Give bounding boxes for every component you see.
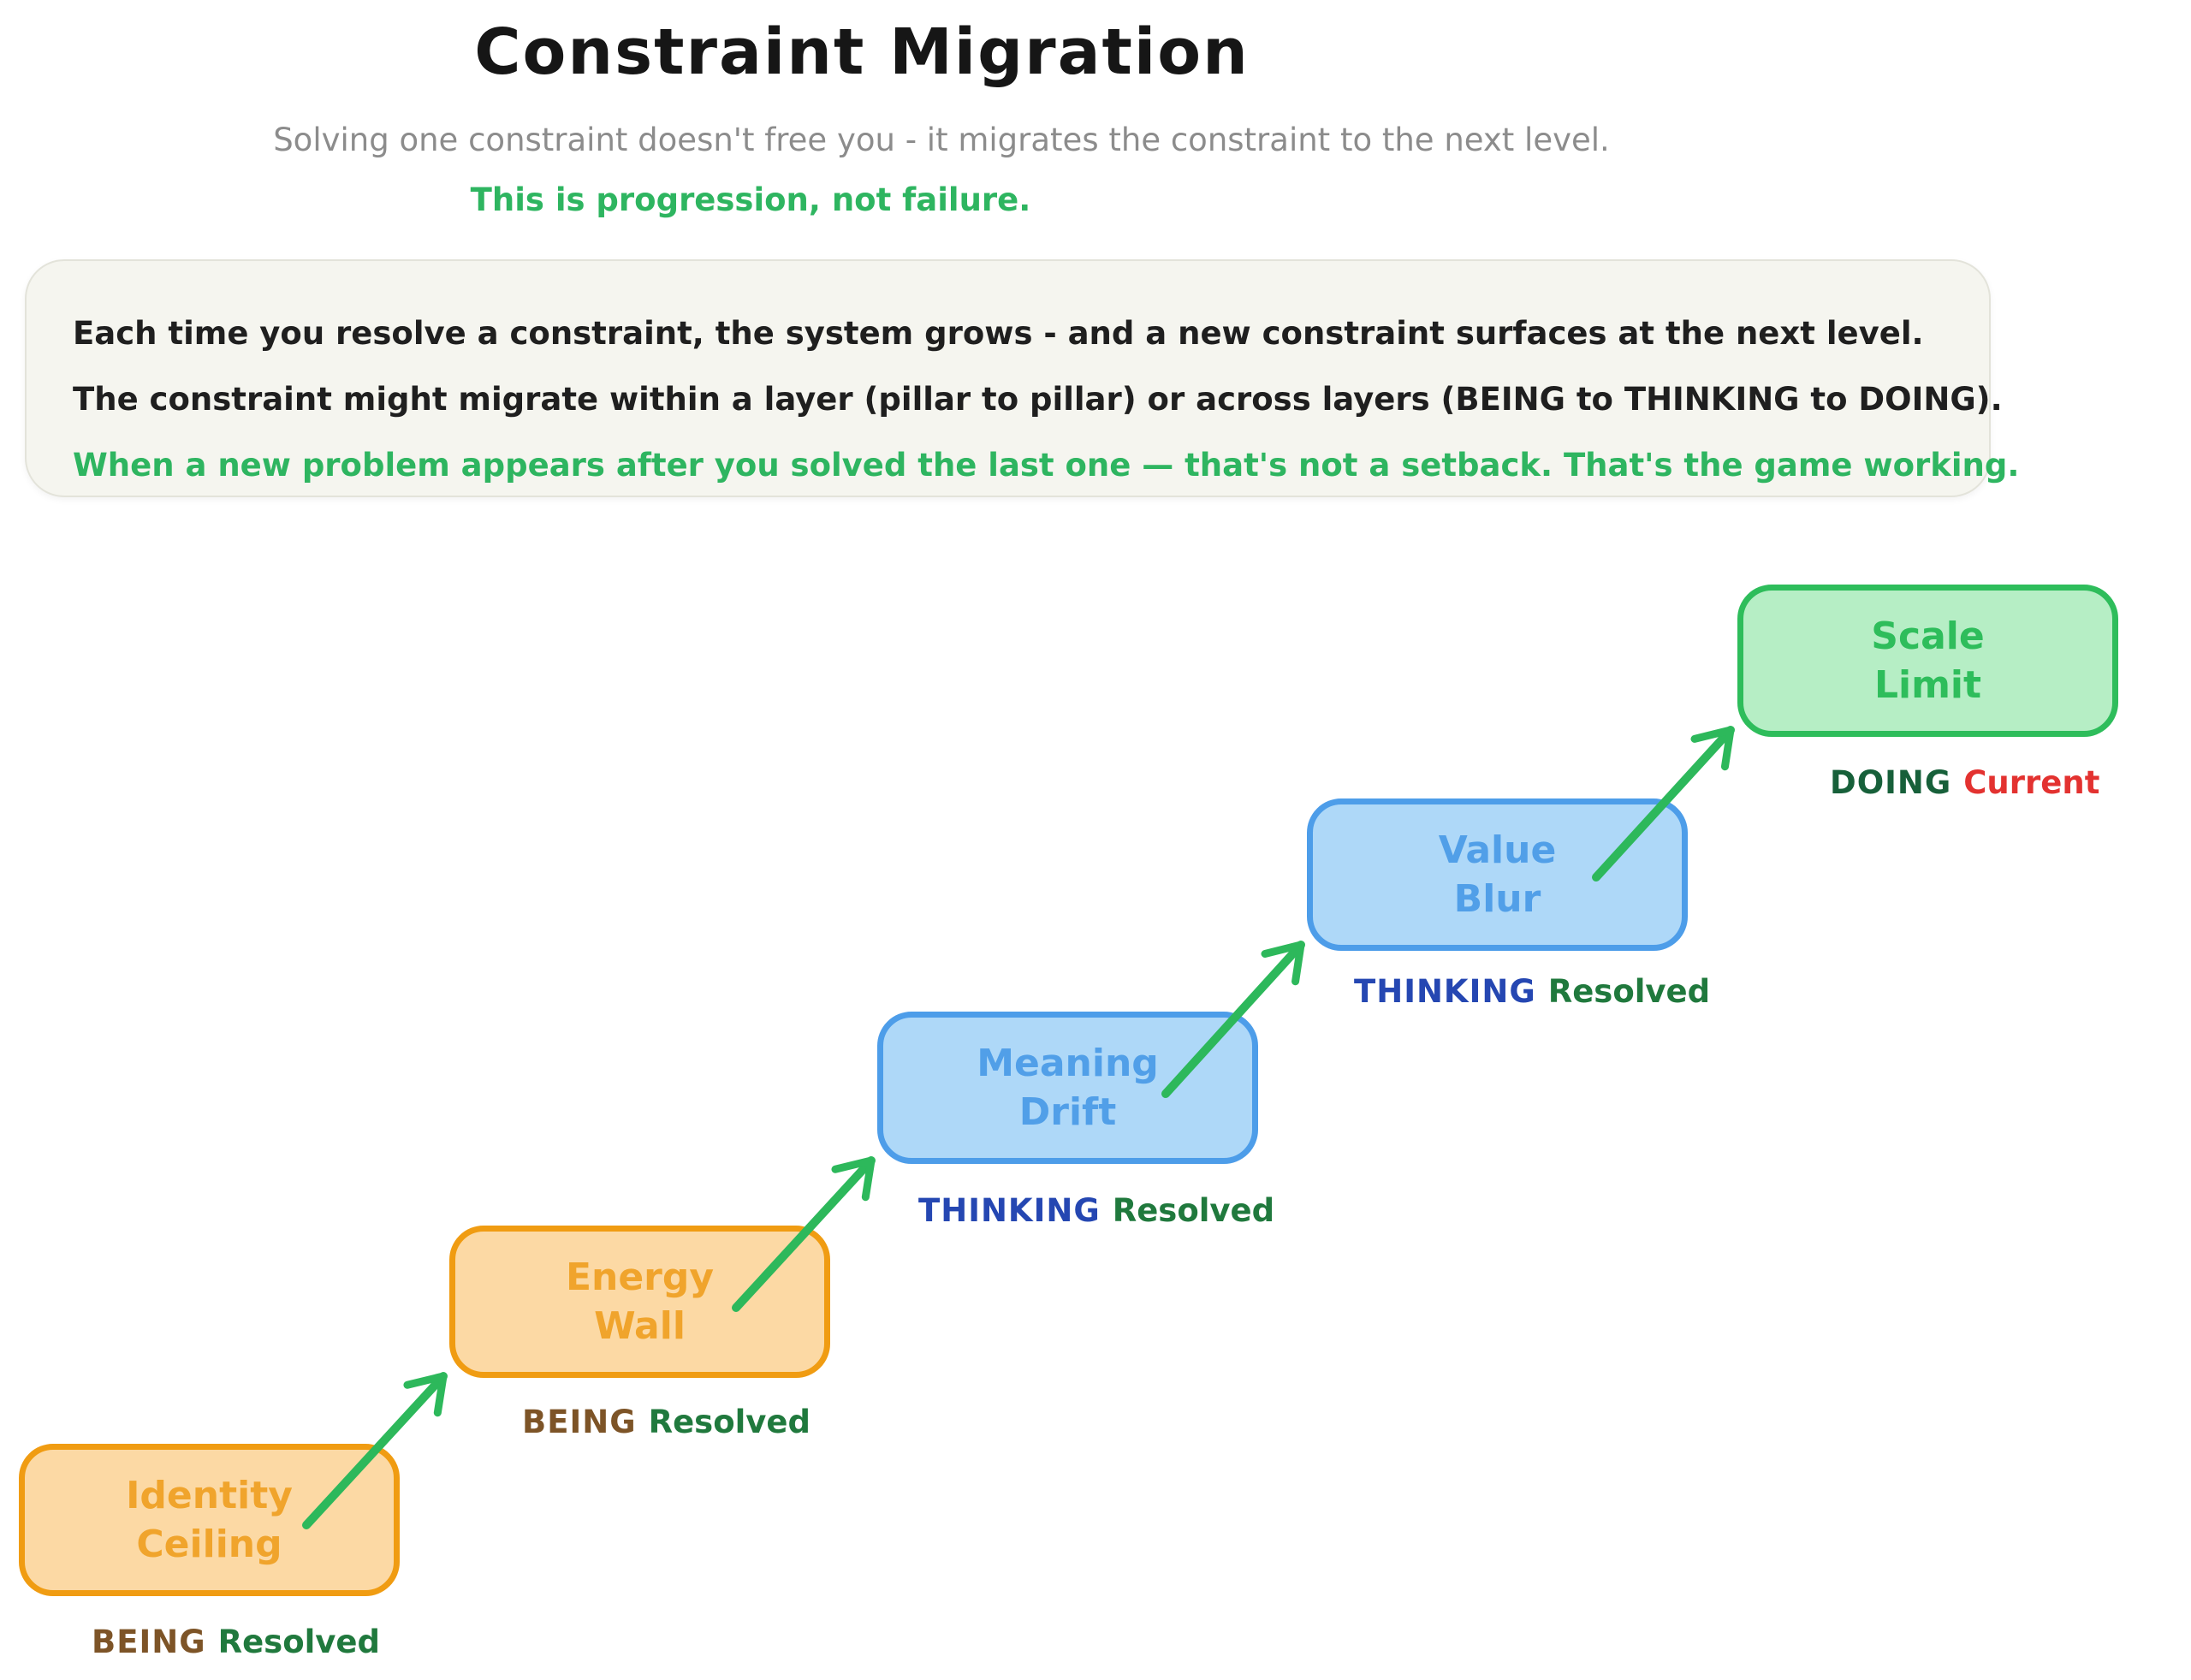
explanation-panel: Each time you resolve a constraint, the … [25, 259, 2020, 497]
layer-status: Resolved [1547, 973, 1711, 1010]
explanation-line-3: When a new problem appears after you sol… [73, 447, 2020, 484]
step-title-line: Scale [1871, 614, 1985, 658]
explanation-line-2: The constraint might migrate within a la… [73, 381, 2003, 418]
step-scale-limit: Scale Limit [1737, 585, 2118, 737]
layer-status: Resolved [648, 1404, 811, 1440]
explanation-line-1: Each time you resolve a constraint, the … [73, 315, 1924, 352]
tagline: This is progression, not failure. [470, 181, 1031, 218]
step-status-label: BEING Resolved [92, 1624, 380, 1660]
step-title-line: Drift [1018, 1090, 1117, 1134]
step-title-line: Ceiling [136, 1523, 282, 1566]
layer-name: THINKING [918, 1192, 1101, 1229]
step-status-label: THINKING Resolved [918, 1192, 1274, 1229]
step-title-line: Limit [1873, 663, 1982, 707]
page-title: Constraint Migration [474, 15, 1250, 89]
layer-status: Current [1963, 764, 2100, 801]
layer-status: Resolved [217, 1624, 381, 1660]
subtitle: Solving one constraint doesn't free you … [273, 122, 1610, 158]
layer-name: BEING [92, 1624, 206, 1660]
step-title-line: Wall [594, 1304, 686, 1348]
step-title-line: Value [1438, 828, 1557, 872]
layer-name: BEING [522, 1404, 637, 1440]
step-title-line: Blur [1453, 877, 1541, 921]
step-identity-ceiling: Identity Ceiling [19, 1444, 400, 1596]
step-value-blur: Value Blur [1307, 798, 1688, 951]
layer-name: THINKING [1354, 973, 1536, 1010]
step-meaning-drift: Meaning Drift [877, 1012, 1258, 1164]
step-status-label: BEING Resolved [522, 1404, 810, 1440]
step-status-label: THINKING Resolved [1354, 973, 1710, 1010]
layer-name: DOING [1830, 764, 1952, 801]
step-title-line: Energy [565, 1256, 715, 1299]
step-status-label: DOING Current [1830, 764, 2099, 801]
layer-status: Resolved [1112, 1192, 1275, 1229]
step-title-line: Identity [126, 1474, 293, 1517]
step-energy-wall: Energy Wall [449, 1226, 830, 1378]
step-title-line: Meaning [977, 1042, 1159, 1085]
